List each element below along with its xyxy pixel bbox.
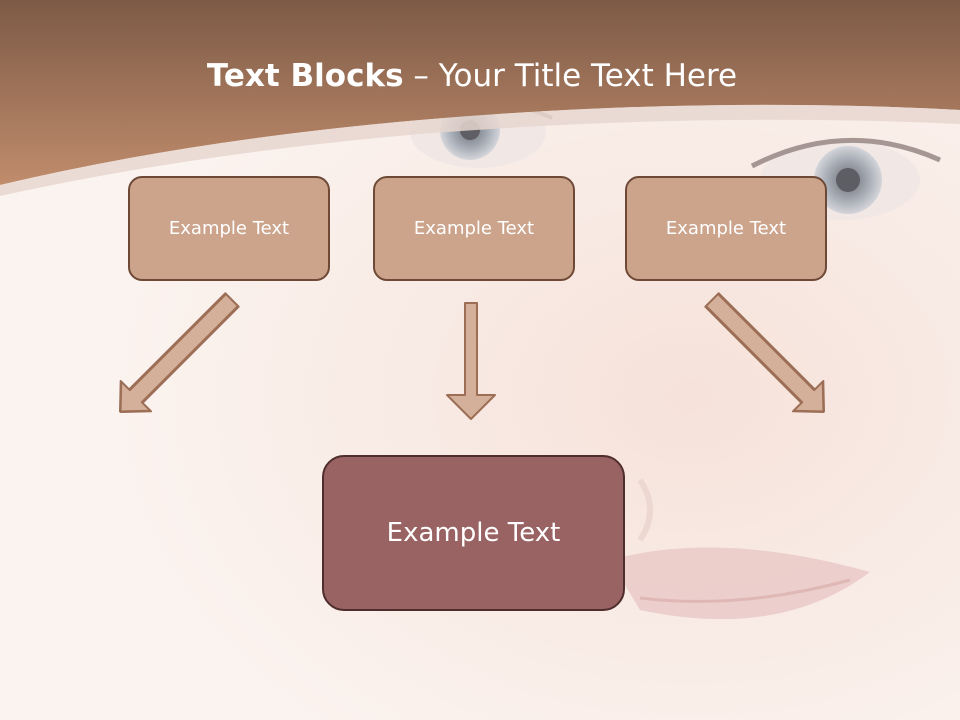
text-block-center-label: Example Text: [413, 218, 535, 239]
header-band-highlight: [0, 104, 960, 196]
text-block-left-label: Example Text: [168, 218, 290, 239]
slide-title: Text Blocks – Your Title Text Here: [0, 52, 944, 100]
text-block-center[interactable]: Example Text: [373, 176, 575, 281]
header-band: [0, 0, 960, 185]
text-block-left[interactable]: Example Text: [128, 176, 330, 281]
text-block-right[interactable]: Example Text: [625, 176, 827, 281]
slide-title-bold: Text Blocks: [206, 58, 404, 94]
text-block-main[interactable]: Example Text: [322, 455, 625, 611]
slide-title-dash: –: [403, 58, 439, 94]
text-block-main-label: Example Text: [386, 518, 561, 548]
text-block-right-label: Example Text: [665, 218, 787, 239]
slide-title-rest: Your Title Text Here: [438, 58, 738, 94]
